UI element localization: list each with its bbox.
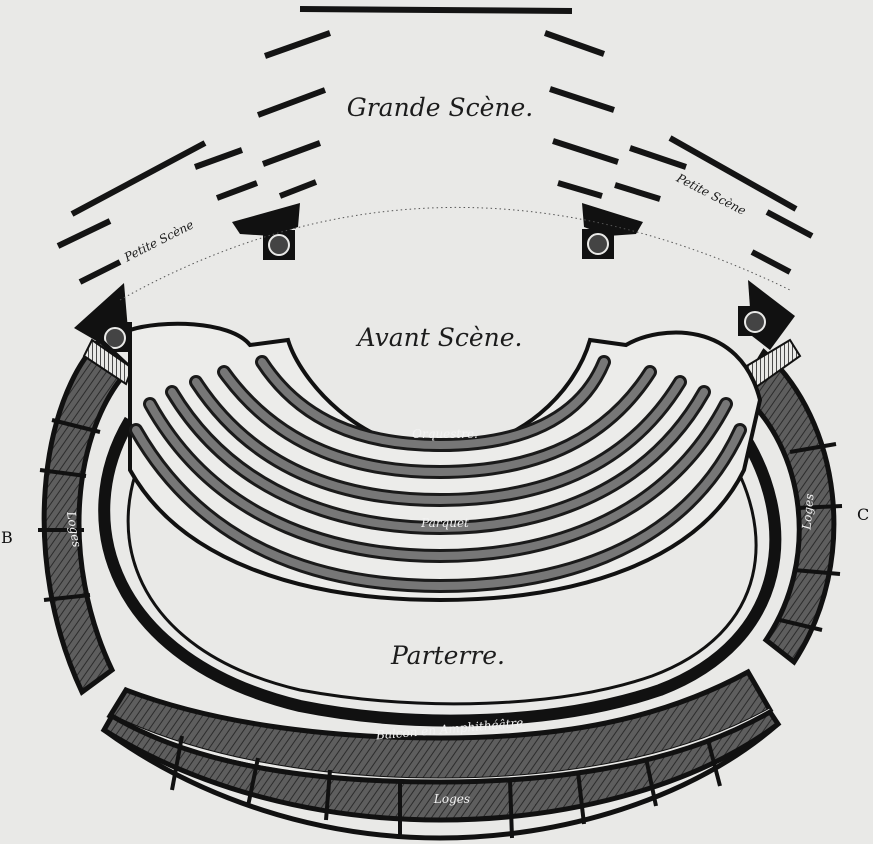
label-letter-b: B [1, 528, 13, 547]
label-avant-scene: Avant Scène. [356, 323, 523, 352]
label-petite-scene-left: Petite Scène [121, 217, 196, 264]
pillar-inner-left [232, 203, 300, 260]
label-letter-c: C [857, 505, 869, 524]
pillar-outer-left [74, 283, 132, 352]
avant-scene-line [119, 206, 791, 301]
label-parquet: Parquet [420, 516, 469, 530]
side-loges-left [38, 336, 134, 696]
label-orquestre: Orquestre. [412, 427, 478, 441]
label-loges-left: Loges [64, 509, 84, 548]
loges-bottom-tier [100, 708, 782, 841]
orchestra-seating [128, 321, 763, 603]
label-loges-bottom: Loges [433, 792, 470, 806]
parterre-wall [98, 416, 782, 727]
label-grande-scene: Grande Scène. [347, 93, 533, 122]
label-parterre: Parterre. [390, 641, 505, 670]
side-loges-right [736, 338, 843, 666]
pillar-inner-right [582, 203, 643, 259]
grande-scene-flats [56, 6, 814, 285]
parterre-inner-wall [126, 439, 758, 706]
proscenium-pillars [74, 203, 795, 352]
label-loges-right: Loges [799, 493, 816, 531]
pillar-outer-right [738, 280, 795, 350]
